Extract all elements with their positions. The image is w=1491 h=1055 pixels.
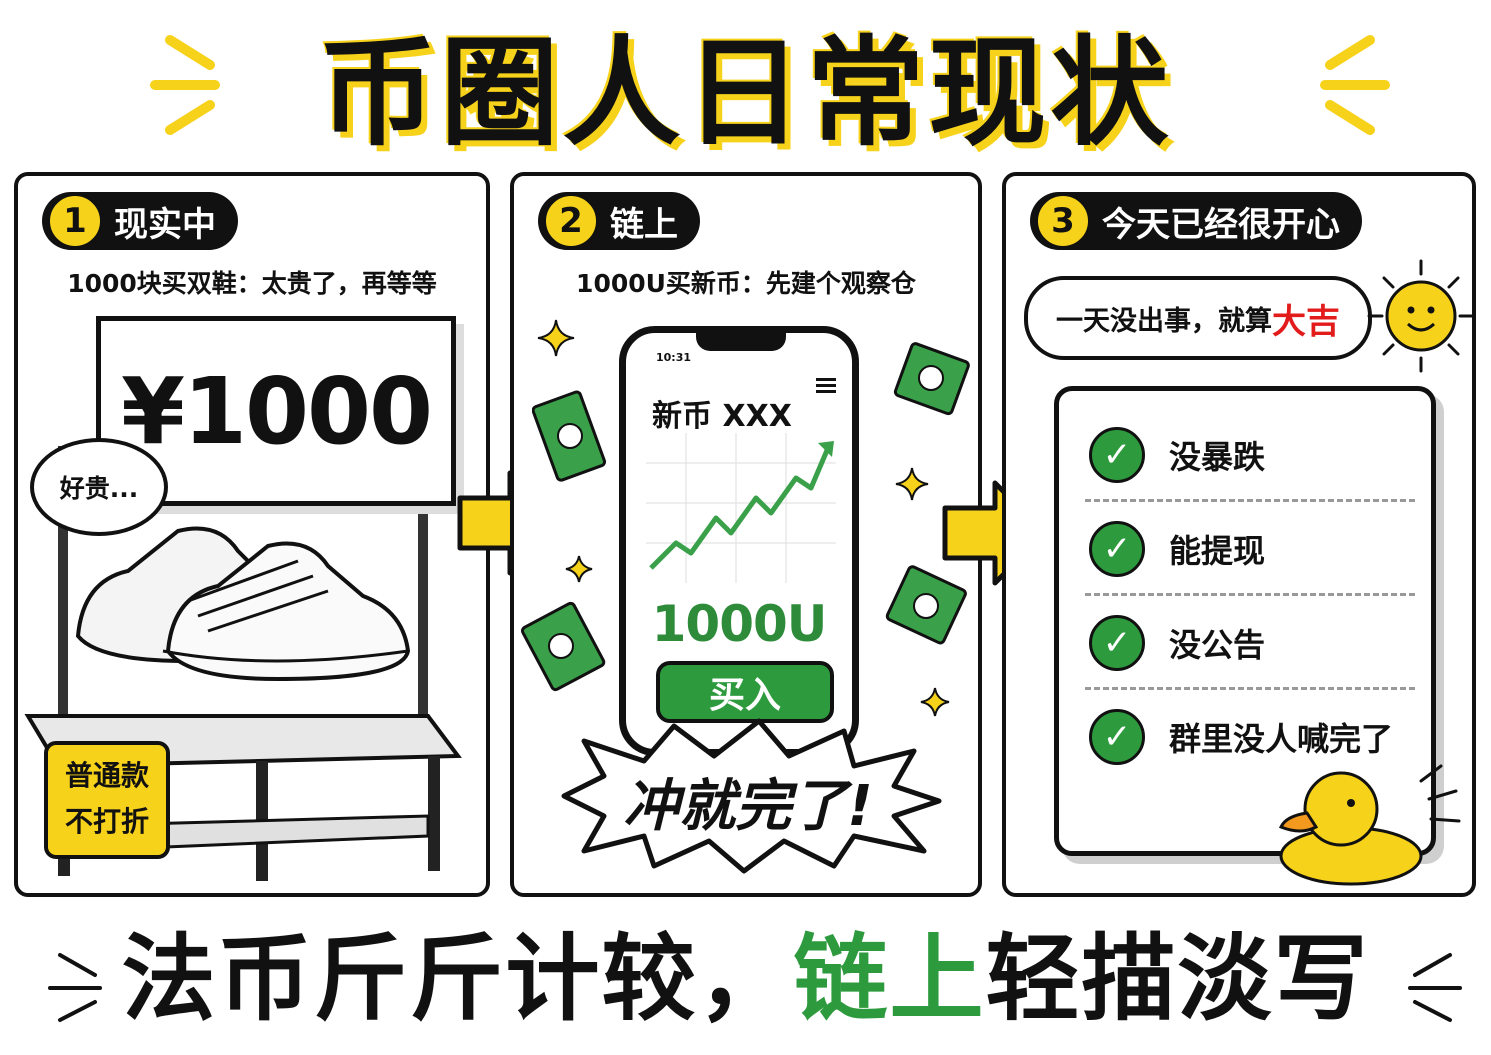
sparkle-icon [920,687,950,717]
sparkle-icon [537,319,575,357]
phone-time: 10:31 [656,351,692,364]
step-number: 2 [544,194,598,248]
checklist-label: 群里没人喊完了 [1169,720,1394,758]
luck-bubble: 一天没出事，就算 大吉 [1024,276,1372,360]
check-icon: ✓ [1089,709,1145,765]
checklist-label: 没暴跌 [1169,438,1266,476]
panel-reality: 1 现实中 1000块买双鞋：太贵了，再等等 ¥1000 好贵... 普通款 不… [14,172,490,897]
buy-button[interactable]: 买入 [656,661,834,723]
panel-onchain: 2 链上 1000U买新币：先建个观察仓 10:31 新币 XXX [510,172,982,897]
amount-value: 1000U [651,595,828,653]
slogan-right: 轻描淡写 [985,925,1370,1034]
sun-icon [1367,259,1472,373]
checklist-item: ✓ 群里没人喊完了 [1089,707,1419,767]
step-number: 3 [1036,194,1090,248]
bottom-slogan: 法币斤斤计较，链上轻描淡写 [0,905,1491,1055]
title-burst-right [1320,35,1390,135]
title-burst-left [150,35,220,135]
check-icon: ✓ [1089,427,1145,483]
heading-label: 今天已经很开心 [1102,204,1340,245]
sale-tag: 普通款 不打折 [44,741,170,859]
sneakers-icon [75,526,411,682]
cash-bill-icon [893,342,970,416]
page-title: 币圈人日常现状 [318,24,1173,162]
panel-subtitle: 1000块买双鞋：太贵了，再等等 [67,269,437,298]
cash-bill-icon [885,565,967,645]
check-icon: ✓ [1089,615,1145,671]
luck-highlight: 大吉 [1272,301,1340,342]
checklist-label: 能提现 [1169,532,1266,570]
explosion-bubble [561,718,942,874]
checklist-item: ✓ 没暴跌 [1089,425,1419,485]
divider [1085,499,1415,502]
phone-notch [696,331,786,351]
duck-icon [1278,764,1461,886]
tag-line-2: 不打折 [64,805,149,838]
check-icon: ✓ [1089,521,1145,577]
slogan-burst-right [1408,953,1462,1022]
panel-subtitle: 1000U买新币：先建个观察仓 [576,269,916,298]
speech-bubble: 好贵... [30,438,168,536]
sparkle-icon [895,467,929,501]
cash-bill-icon [520,601,606,692]
checklist-card: ✓ 没暴跌 ✓ 能提现 ✓ 没公告 ✓ 群里没人喊完了 [1054,386,1436,856]
checklist-item: ✓ 没公告 [1089,613,1419,673]
heading-label: 链上 [610,204,678,245]
exclaim-text: 冲就完了! [623,774,873,839]
price-chart [646,433,836,583]
panel-heading-happy: 3 今天已经很开心 [1030,192,1362,250]
tag-line-1: 普通款 [64,759,149,792]
panel-heading-reality: 1 现实中 [42,192,238,250]
coin-name: 新币 XXX [652,399,792,434]
sparkle-icon [565,555,593,583]
slogan-highlight: 链上 [793,925,986,1034]
slogan-left: 法币斤斤计较， [121,925,794,1034]
slogan-burst-left [48,953,102,1022]
cash-bill-icon [532,390,607,482]
heading-label: 现实中 [114,204,216,245]
divider [1085,593,1415,596]
panel-happy: 3 今天已经很开心 一天没出事，就算 大吉 ✓ 没暴跌 ✓ 能提现 ✓ 没公告 [1002,172,1476,897]
step-number: 1 [48,194,102,248]
checklist-label: 没公告 [1169,626,1266,664]
menu-icon[interactable] [816,377,838,395]
panel-heading-onchain: 2 链上 [538,192,700,250]
luck-text: 一天没出事，就算 [1056,305,1272,337]
checklist-item: ✓ 能提现 [1089,519,1419,579]
phone-mockup: 10:31 新币 XXX 1000U 买入 [619,326,859,756]
divider [1085,687,1415,690]
